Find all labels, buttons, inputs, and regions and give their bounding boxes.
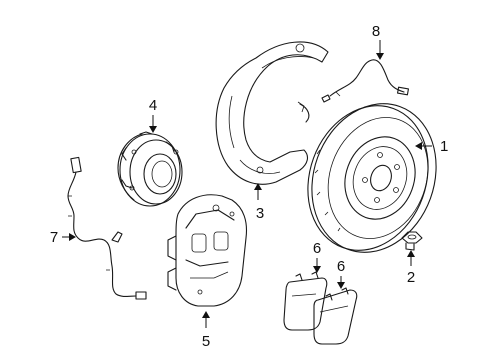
callout-2-label: 2 [407,269,415,286]
callout-7: 7 [50,229,76,246]
wear-sensor-top [321,59,409,103]
wheel-hub [117,131,183,207]
callout-5-label: 5 [202,333,210,350]
callout-8: 8 [372,23,384,60]
callout-3-label: 3 [256,205,264,222]
callout-1-label: 1 [440,138,448,155]
callout-1: 1 [415,138,448,155]
brake-pad-right [313,287,358,345]
callout-6-right-label: 6 [337,258,345,275]
callout-4: 4 [149,97,157,133]
callout-3: 3 [254,183,264,222]
callout-6-left: 6 [313,240,321,273]
callout-5: 5 [202,311,210,350]
brake-rotor [307,103,437,253]
rotor-bolt [401,231,423,251]
callout-2: 2 [407,250,415,286]
callout-4-label: 4 [149,97,157,114]
callout-6-left-label: 6 [313,240,321,257]
callout-7-label: 7 [50,229,58,246]
brake-pad-left [283,271,328,331]
callout-6-right: 6 [337,258,345,289]
callout-8-label: 8 [372,23,380,40]
wear-sensor-left [67,156,147,300]
brake-caliper [167,194,248,307]
dust-shield [215,41,329,185]
